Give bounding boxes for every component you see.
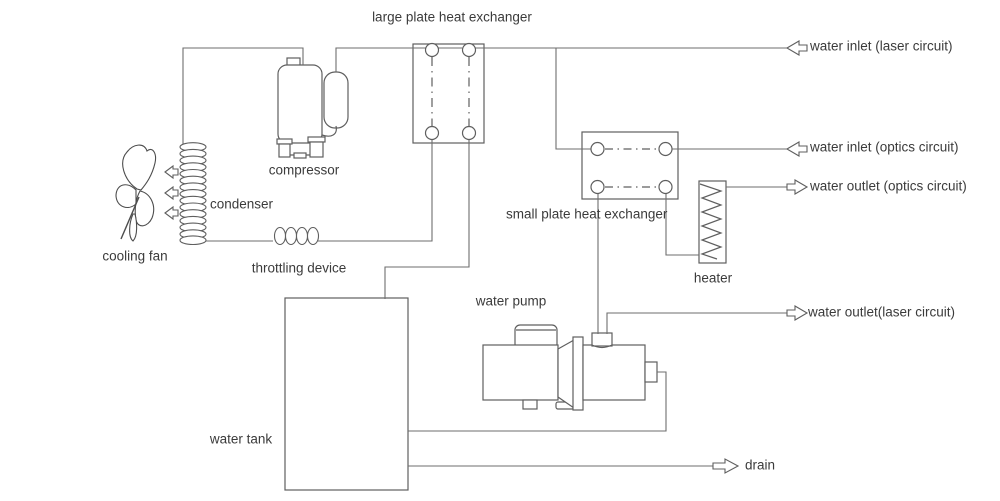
water-inlet-optics-arrow-icon xyxy=(785,141,808,157)
label-water-inlet-laser: water inlet (laser circuit) xyxy=(810,38,953,54)
label-compressor: compressor xyxy=(268,162,340,178)
condenser-symbol xyxy=(179,142,207,246)
small-plate-heat-exchanger-ports xyxy=(590,141,673,195)
drain-arrow-icon xyxy=(712,458,740,474)
label-throttling-device: throttling device xyxy=(251,260,347,276)
pipe-lines xyxy=(182,47,787,467)
cooling-fan-symbol xyxy=(115,144,157,242)
water-outlet-laser-arrow-icon xyxy=(786,305,809,321)
water-pump-symbol xyxy=(482,324,658,411)
heater-symbol xyxy=(698,180,727,264)
label-large-plate-heat-exchanger: large plate heat exchanger xyxy=(372,9,532,25)
water-tank-symbol xyxy=(284,297,409,491)
label-water-outlet-optics: water outlet (optics circuit) xyxy=(810,178,967,194)
label-water-pump: water pump xyxy=(475,293,547,309)
label-water-tank: water tank xyxy=(209,431,273,447)
label-cooling-fan: cooling fan xyxy=(102,248,168,264)
throttling-device-symbol xyxy=(273,226,320,246)
large-plate-heat-exchanger-ports xyxy=(424,42,477,141)
airflow-arrow-icons xyxy=(164,164,179,221)
large-plate-heat-exchanger-symbol xyxy=(412,43,485,144)
label-heater: heater xyxy=(693,270,733,286)
water-inlet-laser-arrow-icon xyxy=(785,40,808,56)
label-condenser: condenser xyxy=(210,196,274,212)
label-small-plate-heat-exchanger: small plate heat exchanger xyxy=(506,206,668,222)
label-water-outlet-laser: water outlet(laser circuit) xyxy=(808,304,956,320)
compressor-symbol xyxy=(276,57,349,159)
label-water-inlet-optics: water inlet (optics circuit) xyxy=(810,139,959,155)
water-outlet-optics-arrow-icon xyxy=(786,179,809,195)
label-drain: drain xyxy=(745,457,776,473)
